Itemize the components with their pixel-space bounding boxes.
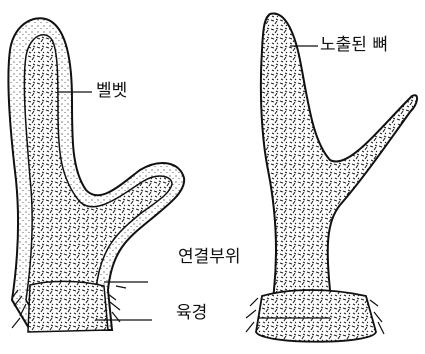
exposed-pedicle — [256, 290, 376, 342]
label-junction: 연결부위 — [178, 249, 241, 266]
velvet-pedicle — [28, 281, 108, 332]
exposed-antler — [246, 13, 417, 341]
velvet-antler — [8, 18, 184, 332]
label-pedicle: 육경 — [176, 305, 207, 322]
label-exposed-bone: 노출된 뼈 — [320, 37, 388, 54]
label-velvet: 벨벳 — [96, 83, 127, 100]
exposed-bone-outline — [261, 13, 417, 330]
